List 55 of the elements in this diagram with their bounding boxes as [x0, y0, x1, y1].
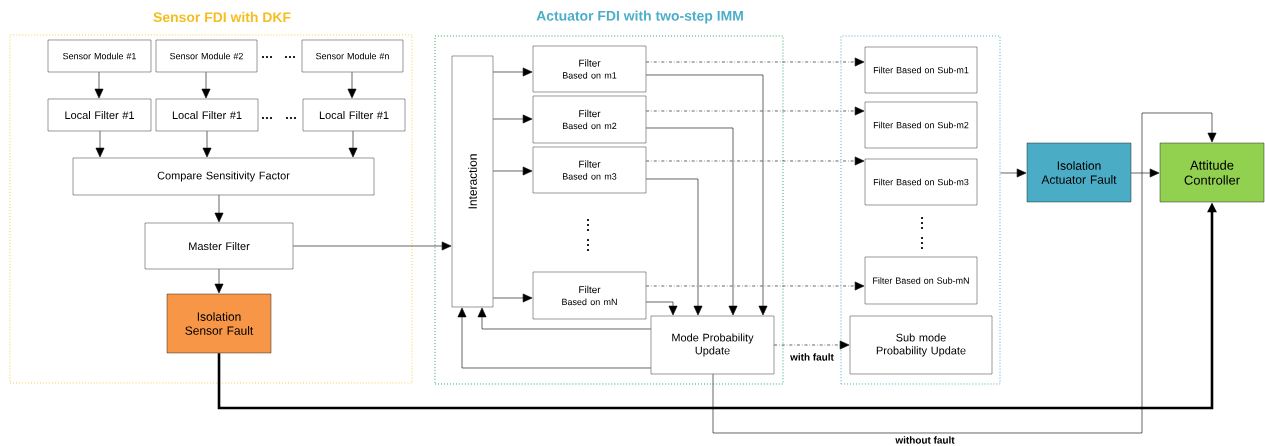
filter-box: Filter Based on m3: [532, 146, 647, 194]
process-box: Filter Based on Sub-m2: [864, 101, 978, 149]
process-box: Filter Based on Sub-mN: [864, 256, 978, 305]
arrow: [214, 268, 224, 294]
arrow: [645, 281, 865, 291]
arrow: [1130, 168, 1160, 178]
process-box: Sensor Module #2: [155, 39, 258, 73]
arrow: [645, 178, 703, 316]
arrow: [477, 307, 652, 330]
process-box: Master Filter: [144, 222, 294, 270]
process-box: Local Filter #1: [155, 98, 259, 132]
arrow: [492, 67, 533, 77]
arrow: [1000, 168, 1027, 178]
arrow: [348, 130, 358, 158]
edge-label: with fault: [789, 352, 835, 362]
group-title: Actuator FDI with two-step IMM: [536, 10, 743, 24]
group-title: Sensor FDI with DKF: [153, 11, 291, 23]
arrow: [292, 241, 452, 251]
arrow: [712, 112, 1217, 434]
arrow: [214, 194, 224, 223]
process-box: Filter Based on Sub-m3: [864, 158, 978, 206]
arrow: [645, 301, 678, 316]
process-box: Local Filter #1: [302, 98, 406, 132]
arrow: [645, 106, 865, 116]
arrow: [492, 114, 533, 124]
fault-box: Isolation Actuator Fault: [1026, 142, 1132, 203]
filter-box: Filter Based on m1: [532, 45, 647, 93]
process-box: Sensor Module #n: [301, 39, 404, 73]
arrow: [773, 340, 850, 350]
process-box: Sub mode Probability Update: [849, 315, 993, 375]
fault-box: Isolation Sensor Fault: [166, 293, 272, 354]
process-box: Filter Based on Sub-m1: [864, 46, 978, 94]
arrow: [492, 166, 533, 176]
arrow: [95, 130, 105, 158]
arrow: [202, 130, 212, 158]
group-frame: [434, 35, 784, 385]
edge-label: without fault: [894, 435, 956, 445]
arrow: [645, 74, 768, 316]
arrow: [347, 71, 357, 99]
group-frame: [840, 35, 1001, 385]
process-box: Sensor Module #1: [47, 39, 152, 73]
filter-box: Filter Based on mN: [532, 271, 647, 320]
arrow: [645, 156, 865, 166]
arrow: [645, 127, 738, 316]
arrow: [492, 293, 533, 303]
interaction-box: Interaction: [451, 55, 494, 308]
controller-box: Attitude Controller: [1159, 142, 1265, 203]
process-box: Compare Sensitivity Factor: [72, 157, 375, 196]
process-box: Mode Probability Update: [650, 315, 775, 375]
arrow: [201, 71, 211, 99]
process-box: Local Filter #1: [47, 98, 152, 132]
arrow: [94, 71, 104, 99]
arrow: [645, 57, 865, 67]
arrow: [457, 307, 652, 369]
filter-box: Filter Based on m2: [532, 95, 647, 144]
